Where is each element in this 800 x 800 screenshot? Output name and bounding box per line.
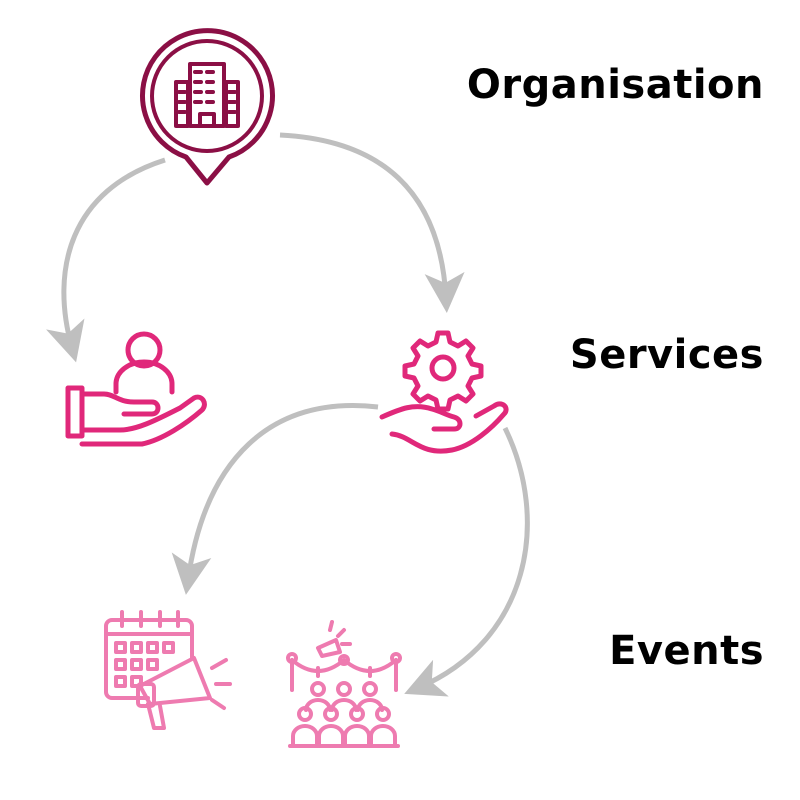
level-label-events: Events — [609, 628, 764, 674]
hand-gear-icon — [379, 330, 509, 454]
arrow-technical-to-calendar — [171, 403, 379, 595]
level-label-services: Services — [569, 332, 764, 378]
building-pin-icon — [140, 28, 275, 186]
calendar-megaphone-icon — [104, 610, 232, 730]
level-label-organisation: Organisation — [466, 62, 764, 108]
hand-person-icon — [65, 331, 207, 447]
arrow-technical-to-audience — [404, 426, 530, 697]
audience-stage-icon — [286, 620, 402, 748]
arrow-org-to-personal — [45, 157, 166, 363]
arrow-org-to-technical — [279, 132, 465, 313]
